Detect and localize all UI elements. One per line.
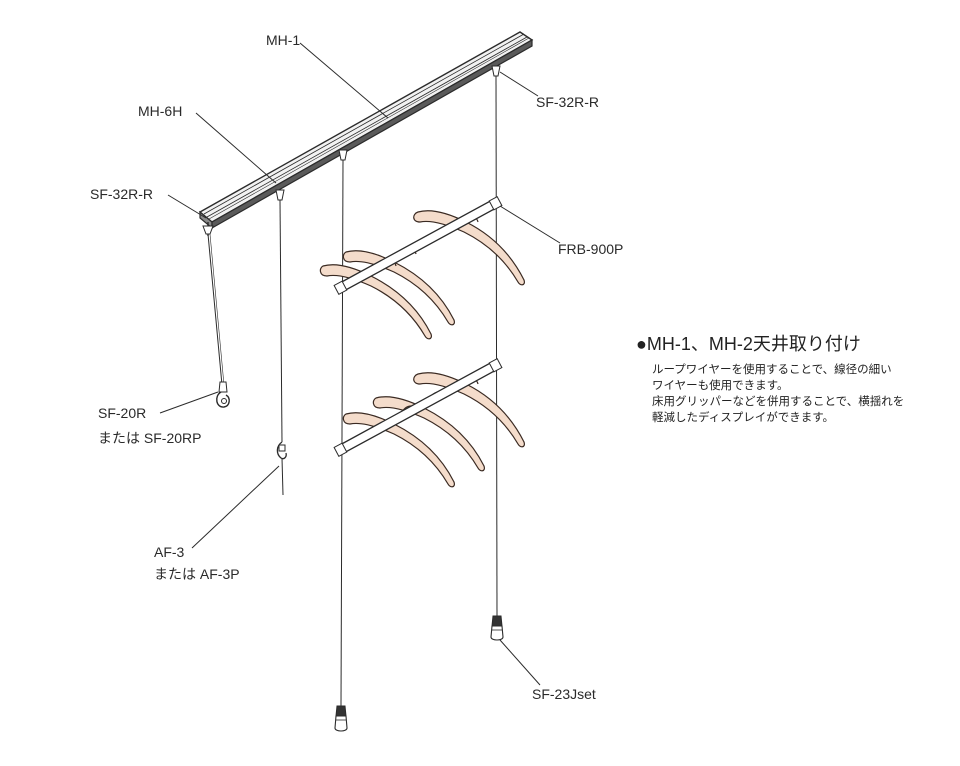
wire-right <box>491 65 501 619</box>
leader-frb900p <box>499 205 561 244</box>
label-mh1: MH-1 <box>266 32 301 48</box>
lower-hanger-group <box>333 358 525 488</box>
ceiling-rail-mh1 <box>198 31 534 230</box>
label-sf20r-alt: または SF-20RP <box>98 430 202 446</box>
leader-lines <box>159 42 561 686</box>
wire-second <box>275 189 285 496</box>
sf23jset-gripper-right <box>490 615 504 641</box>
af3-hook <box>276 441 287 460</box>
info-line: 軽減したディスプレイができます。 <box>652 412 835 424</box>
label-sf20r: SF-20R <box>98 405 147 421</box>
sf20r-hook <box>216 381 230 408</box>
leader-sf23jset <box>499 639 541 686</box>
leader-sf32rr-left <box>167 194 207 219</box>
info-line: ループワイヤーを使用することで、線径の細い <box>652 364 892 376</box>
label-frb900p: FRB-900P <box>558 241 624 257</box>
upper-hanger-group <box>319 196 525 340</box>
info-heading: ●MH-1、MH-2天井取り付け <box>636 334 861 354</box>
info-description: ループワイヤーを使用することで、線径の細い ワイヤーも使用できます。 床用グリッ… <box>652 362 904 426</box>
sf23jset-gripper-center <box>334 705 348 732</box>
info-line: ワイヤーも使用できます。 <box>652 380 789 392</box>
info-line: 床用グリッパーなどを併用することで、横揺れを <box>652 396 905 408</box>
label-mh6h: MH-6H <box>138 103 183 119</box>
wire-left <box>202 222 225 386</box>
leader-sf20r <box>159 391 219 414</box>
label-sf23jset: SF-23Jset <box>532 686 596 702</box>
leader-mh6h <box>195 112 277 184</box>
label-sf32rr-left: SF-32R-R <box>90 186 154 202</box>
label-sf32rr-right: SF-32R-R <box>536 94 600 110</box>
leader-mh1 <box>299 42 389 119</box>
label-af3: AF-3 <box>154 544 185 560</box>
leader-af3 <box>191 465 280 549</box>
leader-sf32rr-right <box>499 71 539 97</box>
wire-center <box>338 149 348 707</box>
label-af3-alt: または AF-3P <box>154 566 240 582</box>
